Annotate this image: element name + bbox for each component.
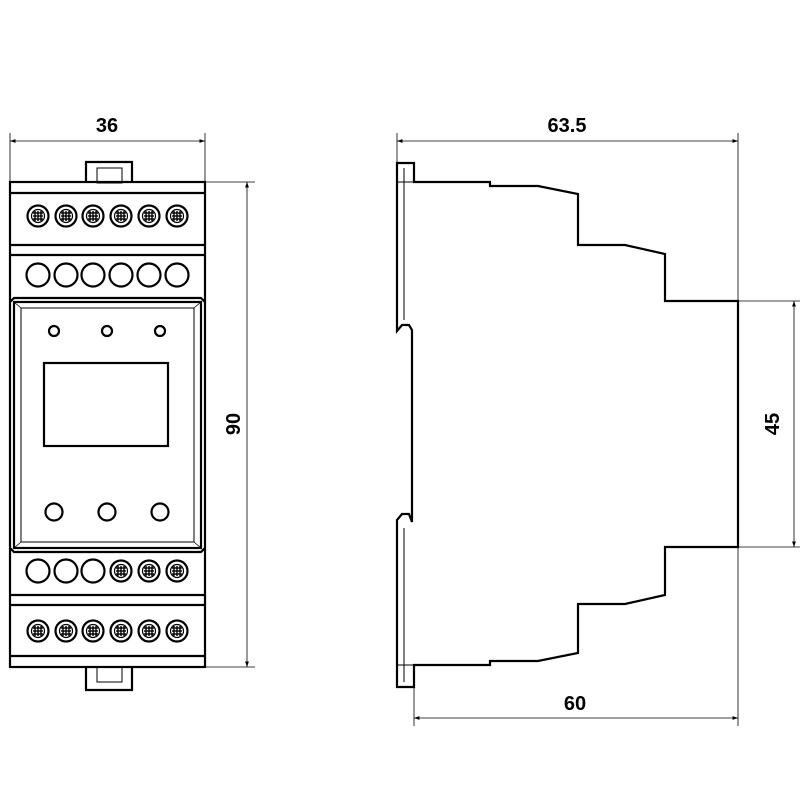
side-profile-outline xyxy=(395,161,740,689)
terminal-hole xyxy=(53,262,79,288)
terminal-hole xyxy=(25,262,51,288)
terminal-hole xyxy=(53,558,79,584)
screw-terminal xyxy=(137,559,161,583)
dim-front-width: 36 xyxy=(96,115,118,137)
side-view xyxy=(395,161,740,689)
screw-terminal xyxy=(109,619,133,643)
terminal-hole xyxy=(80,262,106,288)
screw-terminal xyxy=(26,204,50,228)
terminal-hole xyxy=(25,558,51,584)
screw-terminal xyxy=(137,204,161,228)
screw-terminal xyxy=(81,619,105,643)
screw-terminals-bottom xyxy=(26,619,189,643)
screw-terminal xyxy=(26,619,50,643)
terminal-holes-top xyxy=(25,262,190,288)
dim-side-front-height: 45 xyxy=(762,413,784,435)
dim-side-depth-bottom: 60 xyxy=(564,693,586,715)
screw-terminal xyxy=(137,619,161,643)
screw-terminals-top xyxy=(26,204,189,228)
screw-terminal xyxy=(165,559,189,583)
screw-terminal xyxy=(165,204,189,228)
screw-terminal xyxy=(54,619,78,643)
led-indicator xyxy=(153,324,167,338)
side-depth-bottom-dimension: 60 xyxy=(413,547,739,726)
led-indicator xyxy=(47,324,61,338)
front-width-dimension: 36 xyxy=(9,115,206,182)
terminal-hole xyxy=(136,262,162,288)
push-button xyxy=(44,502,64,522)
front-height-dimension: 90 xyxy=(205,181,255,668)
side-depth-top-dimension: 63.5 xyxy=(396,115,739,301)
push-button xyxy=(150,502,170,522)
screw-terminal xyxy=(109,559,133,583)
indicator-leds xyxy=(47,324,167,338)
screw-terminal xyxy=(165,619,189,643)
front-buttons xyxy=(44,502,170,522)
front-body-outline xyxy=(8,180,207,669)
screw-terminal xyxy=(54,204,78,228)
push-button xyxy=(97,502,117,522)
terminal-hole xyxy=(108,262,134,288)
front-view xyxy=(8,160,207,692)
din-clip-top xyxy=(84,160,134,184)
screw-terminal xyxy=(109,204,133,228)
terminal-hole xyxy=(164,262,190,288)
dim-front-height: 90 xyxy=(223,413,245,435)
display-window xyxy=(42,361,170,448)
side-front-height-dimension: 45 xyxy=(738,300,800,548)
screw-terminal xyxy=(81,204,105,228)
led-indicator xyxy=(100,324,114,338)
din-clip-bottom xyxy=(84,666,134,692)
terminal-hole xyxy=(80,558,106,584)
dim-side-depth-top: 63.5 xyxy=(548,115,587,137)
front-panel xyxy=(12,300,203,550)
terminal-row-bottom-1 xyxy=(25,558,189,584)
